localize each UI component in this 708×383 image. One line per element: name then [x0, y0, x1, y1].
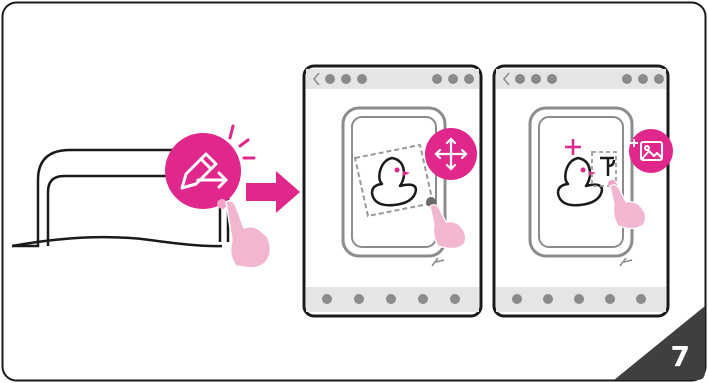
- move-bubble: [425, 128, 477, 180]
- top-right-dots: [432, 74, 474, 84]
- top-left-dots: [515, 74, 557, 84]
- add-pattern-screen: [494, 66, 673, 316]
- move-pattern-screen: [304, 66, 481, 316]
- duck-eye: [395, 168, 400, 173]
- top-left-dots: [325, 74, 367, 84]
- top-right-dots: [622, 74, 664, 84]
- step-number: 7: [671, 343, 690, 371]
- add-image-bubble: [629, 129, 673, 173]
- touch-ripple: [217, 199, 227, 209]
- duck-eye: [581, 168, 586, 173]
